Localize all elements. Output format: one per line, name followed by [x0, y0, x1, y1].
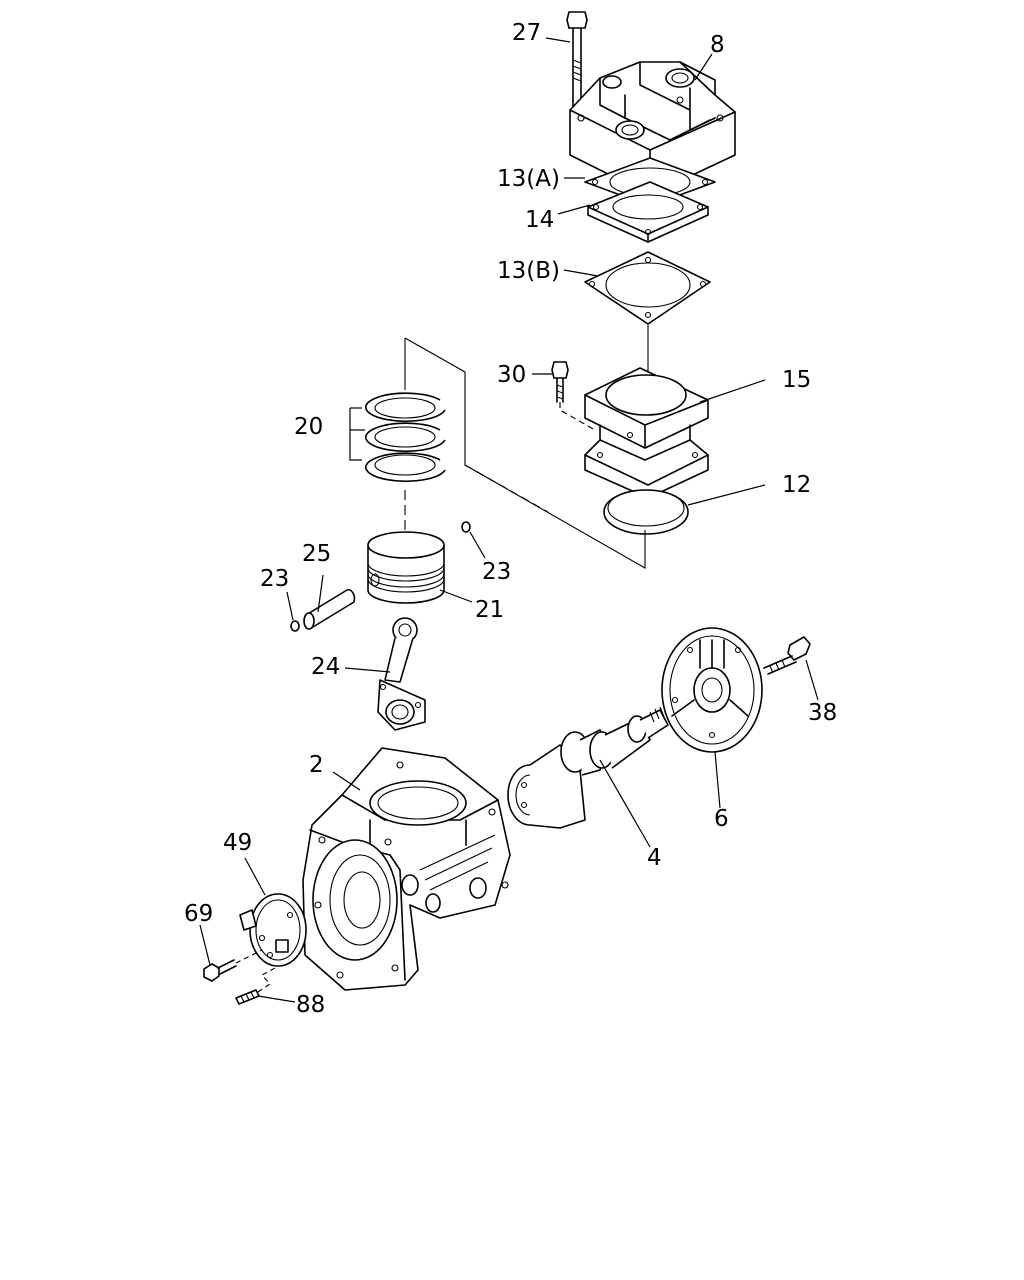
part-number-labels: 27 8 13(A) 14 13(B) 30 15 20 12 25 23 23…	[184, 20, 837, 1018]
leader-lines	[199, 37, 819, 1003]
label-14: 14	[525, 207, 554, 233]
label-25: 25	[302, 541, 331, 567]
part-8-cylinder-head	[569, 61, 736, 196]
label-49: 49	[223, 830, 252, 856]
part-15-cylinder	[584, 367, 709, 499]
label-23-left: 23	[260, 566, 289, 592]
label-38: 38	[808, 700, 837, 726]
label-12: 12	[782, 472, 811, 498]
part-88-stud	[235, 967, 276, 1005]
label-20: 20	[294, 414, 323, 440]
part-30-bolt	[551, 361, 596, 431]
part-69-bolt	[203, 949, 263, 982]
part-23-circlip-left	[290, 620, 300, 632]
label-23-right: 23	[482, 559, 511, 585]
part-12-oring	[603, 489, 689, 535]
label-24: 24	[311, 654, 340, 680]
label-15: 15	[782, 367, 811, 393]
label-13a: 13(A)	[497, 166, 560, 192]
part-20-piston-rings	[349, 392, 446, 483]
label-21: 21	[475, 597, 504, 623]
label-13b: 13(B)	[497, 258, 560, 284]
part-21-piston	[367, 531, 445, 604]
part-2-crankcase	[302, 747, 511, 991]
part-27-bolt	[566, 11, 588, 111]
label-30: 30	[497, 362, 526, 388]
label-88: 88	[296, 992, 325, 1018]
part-14-valve-plate	[587, 181, 709, 243]
label-8: 8	[710, 32, 725, 58]
part-13b-gasket	[584, 251, 711, 325]
label-27: 27	[512, 20, 541, 46]
part-49-cover	[239, 893, 307, 967]
part-25-piston-pin	[303, 588, 356, 630]
label-6: 6	[714, 806, 729, 832]
part-23-circlip-right	[461, 521, 471, 533]
label-2: 2	[309, 752, 324, 778]
part-38-bolt	[763, 636, 811, 675]
part-6-pulley	[661, 627, 763, 753]
label-69: 69	[184, 901, 213, 927]
part-24-connecting-rod	[377, 617, 426, 731]
label-4: 4	[647, 845, 662, 871]
part-4-crankshaft	[507, 706, 669, 829]
